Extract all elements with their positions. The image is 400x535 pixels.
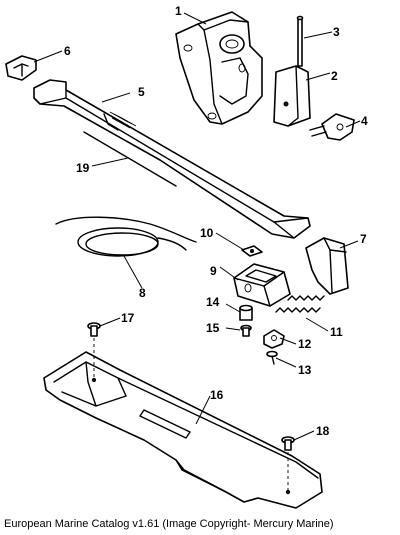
callout-9: 9	[210, 264, 217, 278]
callout-6: 6	[64, 44, 71, 58]
callout-10: 10	[200, 226, 214, 240]
part-10-square-washer	[241, 245, 263, 257]
part-2-side-plate	[273, 65, 311, 127]
callout-16: 16	[210, 388, 224, 402]
part-3-pin	[296, 15, 304, 67]
part-15-screw	[240, 324, 252, 337]
callout-3: 3	[333, 25, 340, 39]
part-6-clip	[5, 55, 37, 81]
part-8-coiled-cable	[55, 216, 197, 257]
callout-8: 8	[139, 286, 146, 300]
part-14-spacer	[239, 304, 253, 321]
callout-2: 2	[331, 69, 338, 83]
part-19-wire-rod	[83, 131, 177, 187]
callout-11: 11	[330, 325, 343, 339]
part-16-base-tray	[43, 351, 323, 509]
part-11-springs	[275, 295, 325, 313]
leader-lines	[33, 12, 361, 441]
callout-13: 13	[298, 363, 312, 377]
part-12-bracket-clip	[263, 329, 285, 349]
part-9-latch-block	[233, 263, 291, 307]
callout-15: 15	[206, 321, 220, 335]
part-4-clamp-knob	[309, 113, 355, 141]
part-5-upper-arm	[33, 79, 311, 239]
callout-7: 7	[360, 232, 367, 246]
part-7-end-cap	[305, 237, 349, 295]
callout-5: 5	[138, 85, 145, 99]
part-18-screw	[281, 436, 295, 490]
callout-14: 14	[206, 295, 220, 309]
callout-18: 18	[316, 424, 330, 438]
part-1-bracket-housing	[175, 11, 263, 125]
callout-12: 12	[298, 337, 312, 351]
callout-17: 17	[121, 311, 135, 325]
callout-1: 1	[175, 4, 182, 18]
image-caption: European Marine Catalog v1.61 (Image Cop…	[4, 518, 334, 530]
part-13-screw	[266, 350, 278, 365]
callout-19: 19	[76, 161, 90, 175]
callout-4: 4	[361, 114, 368, 128]
